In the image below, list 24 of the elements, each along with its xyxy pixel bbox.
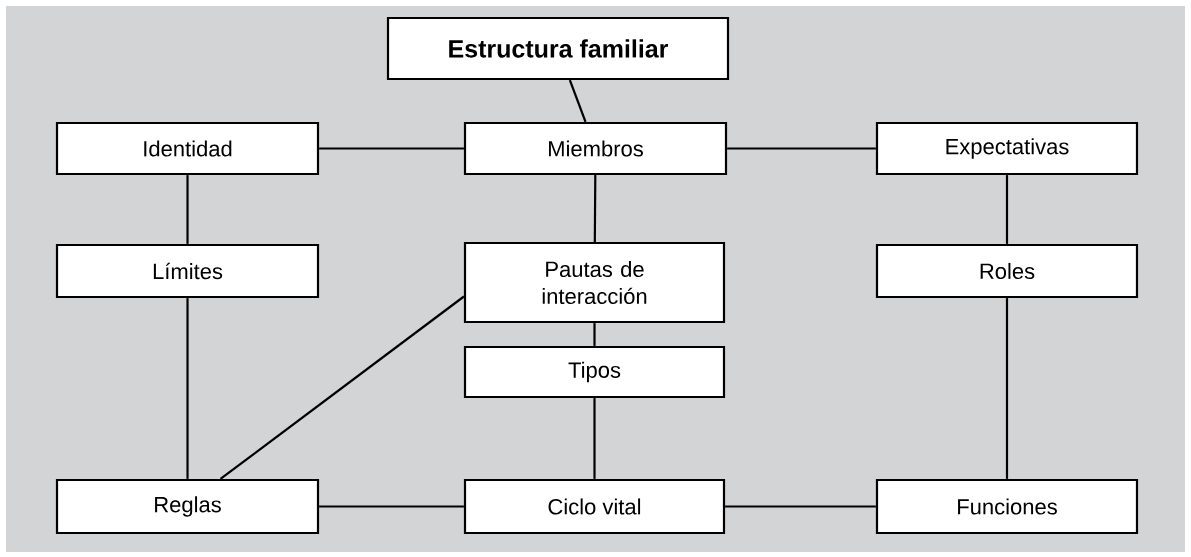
connector-line [727, 147, 876, 150]
connector-line [219, 295, 465, 480]
concept-box: Pautas de interacción [463, 241, 726, 324]
connector-line [568, 79, 587, 123]
concept-box: Identidad [55, 121, 320, 176]
connector-line [319, 147, 464, 150]
connector-line [186, 175, 189, 244]
concept-box: Funciones [875, 478, 1139, 535]
connector-line [186, 298, 189, 479]
connector-line [593, 323, 596, 346]
concept-box: Límites [55, 243, 320, 299]
concept-box: Estructura familiar [386, 16, 730, 81]
concept-box: Roles [875, 243, 1139, 299]
connector-line [1005, 298, 1009, 479]
connector-line [319, 505, 464, 508]
concept-box: Ciclo vital [463, 478, 726, 535]
concept-box: Miembros [463, 121, 728, 176]
connector-line [593, 398, 596, 479]
connector-line [1005, 175, 1009, 244]
concept-box: Expectativas [875, 121, 1139, 176]
connector-line [725, 505, 876, 508]
connector-line [593, 175, 597, 242]
concept-box: Reglas [55, 478, 320, 535]
concept-box: Tipos [463, 345, 726, 399]
